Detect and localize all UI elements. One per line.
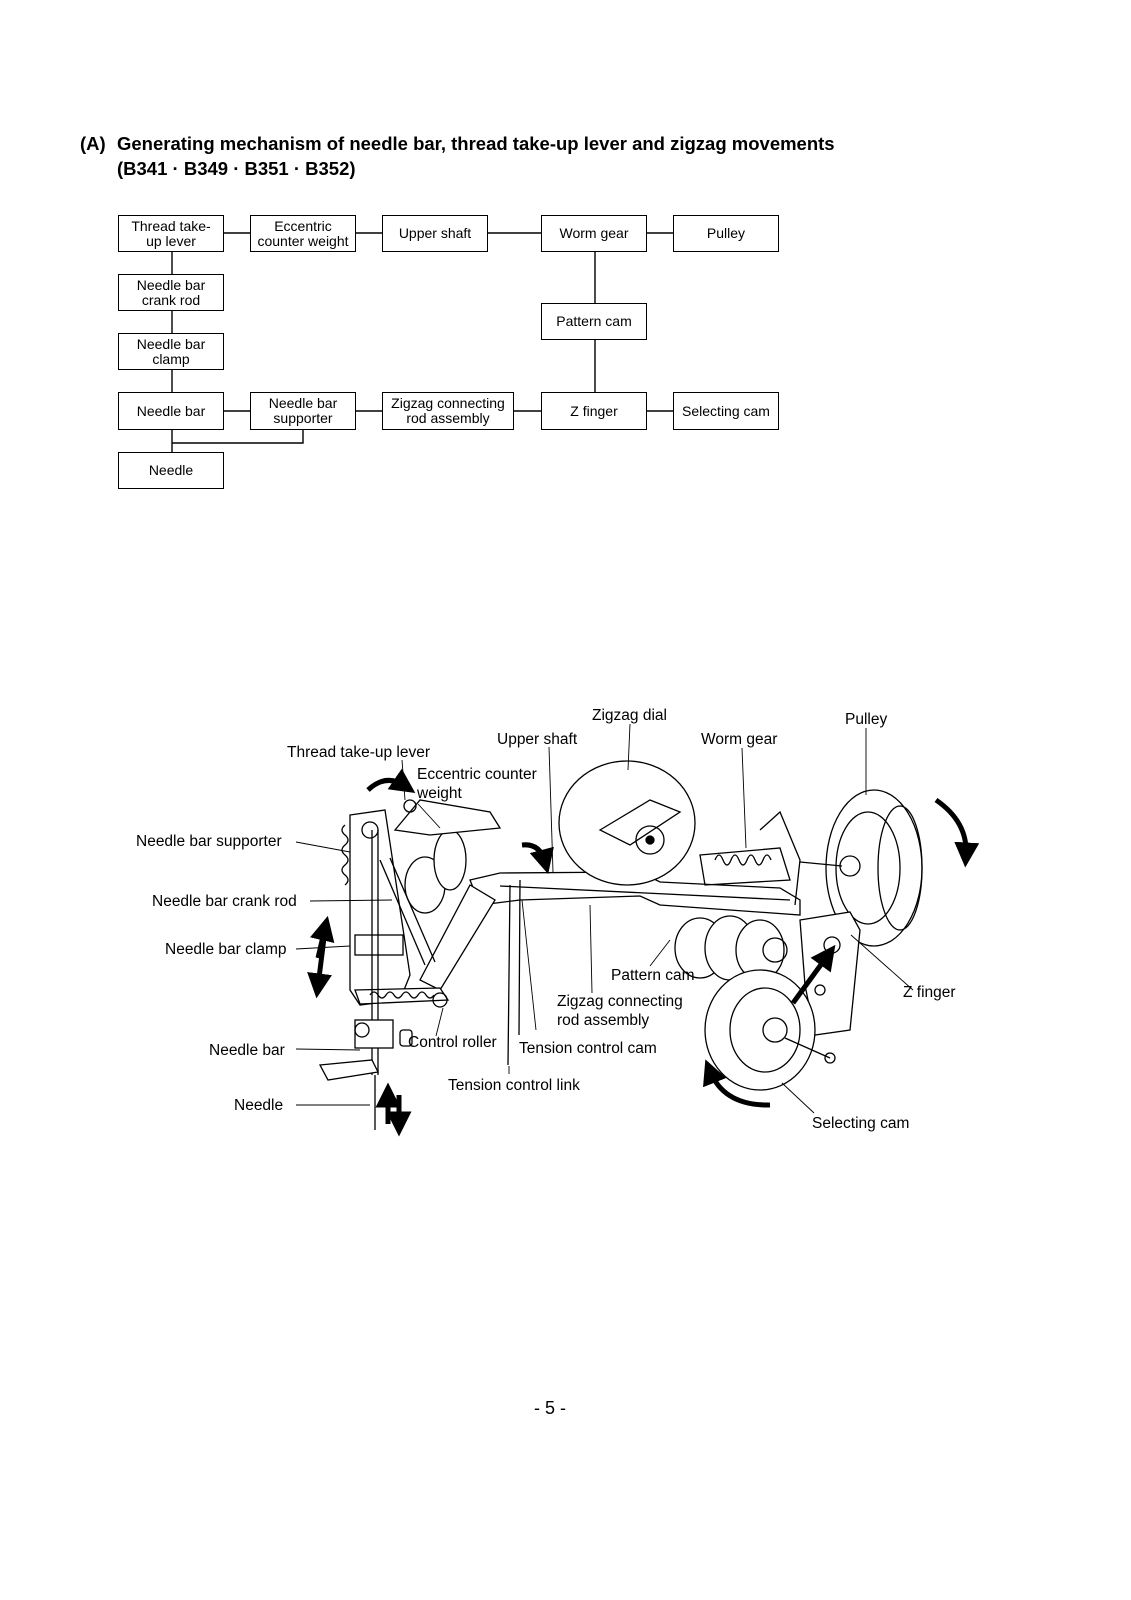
label-needle-bar-supporter: Needle bar supporter [136,833,282,850]
selecting-cam-inner [729,987,801,1073]
control-roller-part [432,992,448,1008]
pulley-inner [835,811,901,925]
thread-takeup-lever-part [393,799,502,836]
leader-worm-gear [741,747,747,849]
section-heading: (A) Generating mechanism of needle bar, t… [80,131,835,181]
connector-supporter-needle [172,430,304,444]
label-tension-control-link: Tension control link [448,1077,580,1094]
leader-upper-shaft [548,746,554,873]
label-selecting-cam: Selecting cam [812,1115,910,1132]
section-title: Generating mechanism of needle bar, thre… [117,133,835,154]
leader-needle-bar-supporter [295,841,351,853]
selecting-cam-hub [762,1017,788,1043]
leader-zigzag-dial [627,723,631,771]
box-upper-shaft: Upper shaft [382,215,488,252]
leader-eccentric-counter-weight [417,803,441,829]
leader-thread-takeup-lever [401,759,406,801]
label-control-roller: Control roller [408,1034,497,1051]
pulley-rim [877,805,923,931]
worm-gear-spring [714,854,772,866]
box-needle-bar: Needle bar [118,392,224,430]
box-selecting-cam: Selecting cam [673,392,779,430]
selecting-cam [704,969,816,1091]
box-eccentric-counter-weight: Eccentric counter weight [250,215,356,252]
box-zigzag-connecting-rod-assembly: Zigzag connecting rod assembly [382,392,514,430]
leader-selecting-cam [781,1082,815,1114]
label-pattern-cam: Pattern cam [611,967,695,984]
box-needle-bar-supporter: Needle bar supporter [250,392,356,430]
label-pulley: Pulley [845,711,888,728]
label-needle-bar: Needle bar [209,1042,285,1059]
arrow-needle-bar-clamp-up [309,915,335,959]
box-pulley: Pulley [673,215,779,252]
label-upper-shaft: Upper shaft [497,731,578,748]
leader-pattern-cam [649,939,671,967]
leader-control-roller [435,1007,444,1037]
label-needle-bar-crank-rod: Needle bar crank rod [152,893,297,910]
page-number: - 5 - [533,1398,566,1418]
leader-zigzag-connecting-rod [589,904,593,994]
crank-rod-line [379,859,426,966]
zigzag-dial-pinion [635,825,665,855]
arrow-upper-shaft [521,842,554,875]
box-needle-bar-crank-rod: Needle bar crank rod [118,274,224,311]
label-zigzag-connecting-rod-assembly: Zigzag connecting rod assembly [557,993,683,1029]
box-needle: Needle [118,452,224,489]
mechanism-illustration [295,723,980,1137]
leader-needle-bar-crank-rod [309,899,393,902]
box-worm-gear: Worm gear [541,215,647,252]
pattern-cam-hub [762,937,788,963]
box-thread-takeup-lever: Thread take- up lever [118,215,224,252]
label-z-finger: Z finger [903,984,956,1001]
leader-z-finger [850,934,914,991]
label-tension-control-cam: Tension control cam [519,1040,657,1057]
zigzag-dial-gear [598,799,682,846]
presser-foot [318,1059,379,1081]
arrow-selecting-cam [703,1059,771,1108]
section-marker: (A) [80,133,106,154]
label-eccentric-counter-weight: Eccentric counter weight [417,766,537,802]
supporter-spring [341,824,349,886]
label-thread-takeup-lever: Thread take-up lever [287,744,431,761]
worm-gear-lever [759,810,801,906]
arrow-z-finger [790,944,836,1005]
box-pattern-cam: Pattern cam [541,303,647,340]
model-numbers: (B341 · B349 · B351 · B352) [117,158,356,179]
box-z-finger: Z finger [541,392,647,430]
label-worm-gear: Worm gear [701,731,778,748]
flowchart-connectors [171,232,673,452]
label-needle-bar-clamp: Needle bar clamp [165,941,287,958]
arrow-pulley [934,797,980,868]
leader-tension-control-cam [521,899,537,1031]
worm-gear-body [699,847,791,886]
leader-needle-bar-clamp [295,945,351,950]
label-zigzag-dial: Zigzag dial [592,707,667,724]
label-needle: Needle [234,1097,284,1114]
leader-needle-bar [295,1048,361,1051]
needle-bar-clamp-part [354,934,404,956]
box-needle-bar-clamp: Needle bar clamp [118,333,224,370]
arrow-takeup-lever [366,768,416,794]
zigzag-dial [558,760,696,886]
upper-shaft-line [499,885,791,901]
